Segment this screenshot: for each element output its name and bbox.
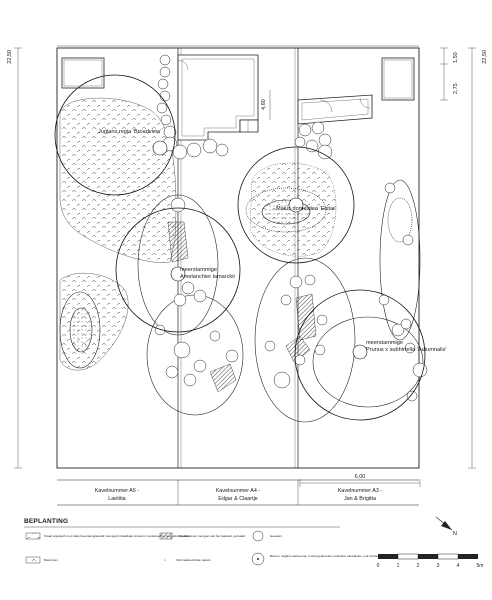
plant-label-malus: Malus domestica 'Elstar' bbox=[276, 206, 336, 212]
legend-text-trees: Bomen, Juglans aanleveren in kluit gedur… bbox=[270, 554, 415, 558]
hatched-zones bbox=[167, 221, 317, 393]
dimension-lines bbox=[14, 47, 476, 487]
plot-a3-line2: Jan & Brigitta bbox=[344, 496, 376, 502]
scale-tick-1: 1 bbox=[397, 563, 400, 569]
dimension-labels: 22,50 22,50 1,50 2,75 4,60 6,00 bbox=[7, 50, 488, 480]
legend-swatch-border bbox=[25, 556, 41, 564]
legend-text-border: Bebermen bbox=[44, 558, 58, 562]
dim-right-second: 2,75 bbox=[453, 83, 459, 94]
legend-shrub-icon bbox=[252, 530, 264, 542]
plant-label-amelanchier-1: meerstammige bbox=[180, 267, 217, 273]
scale-tick-3: 3 bbox=[437, 563, 440, 569]
legend-swatch-hatch bbox=[159, 532, 173, 540]
legend-swatch-grass bbox=[25, 532, 41, 540]
plant-label-prunus-1: meerstammige bbox=[366, 340, 403, 346]
scale-bar: 0 1 2 3 4 5m bbox=[377, 553, 484, 569]
legend-text-variant: Informatietechniek variant bbox=[176, 558, 211, 562]
legend-text-climbers: Klimaten bbox=[178, 534, 190, 538]
plot-a4-line1: Kavelnummer A4 - bbox=[216, 488, 261, 494]
plot-a5-line1: Kavelnummer A5 - bbox=[95, 488, 140, 494]
north-arrow: N bbox=[435, 516, 457, 537]
scale-tick-5: 5m bbox=[477, 563, 484, 569]
scale-tick-4: 4 bbox=[457, 563, 460, 569]
plant-labels: Juglans regia 'Broadview' Malus domestic… bbox=[98, 129, 447, 353]
planting-beds bbox=[59, 179, 424, 423]
plant-label-amelanchier-2: Amelanchier lamarckii bbox=[180, 274, 235, 280]
north-arrow-icon bbox=[441, 521, 452, 530]
dim-left-height: 22,50 bbox=[7, 50, 13, 64]
scale-tick-0: 0 bbox=[377, 563, 380, 569]
dim-plot-width: 6,00 bbox=[355, 474, 366, 480]
plot-a5-line2: Laetitia bbox=[108, 496, 125, 502]
legend-text-shrubs: Heesters bbox=[270, 534, 283, 538]
shrubs bbox=[154, 54, 428, 402]
legend-text-grass: Totaal organisch met vitale beemdengrasv… bbox=[44, 534, 245, 538]
legend: BEPLANTING Totaal organisch met vitale b… bbox=[24, 518, 415, 566]
tree-canopies bbox=[54, 74, 426, 421]
north-label: N bbox=[453, 531, 457, 537]
dim-right-height: 22,50 bbox=[482, 50, 488, 64]
plant-label-prunus-2: Prunus x subhirtella 'Autumnalis' bbox=[366, 347, 447, 353]
legend-title: BEPLANTING bbox=[24, 518, 68, 525]
plot-a4-line2: Edgar & Claartje bbox=[218, 496, 258, 502]
plant-label-juglans: Juglans regia 'Broadview' bbox=[98, 129, 161, 135]
door-swings bbox=[177, 59, 371, 113]
dim-right-top: 1,50 bbox=[453, 52, 459, 63]
legend-symbol-marker: × bbox=[164, 558, 166, 562]
sheds bbox=[61, 54, 415, 141]
dim-wall: 4,60 bbox=[261, 99, 267, 110]
scale-tick-2: 2 bbox=[417, 563, 420, 569]
plot-labels: Kavelnummer A5 - Laetitia Kavelnummer A4… bbox=[95, 488, 383, 502]
plot-a3-line1: Kavelnummer A3 - bbox=[338, 488, 383, 494]
